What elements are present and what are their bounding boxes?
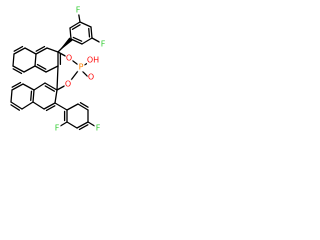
bond-c2-c3 [33, 82, 46, 91]
bond-b3-b4-double [12, 68, 23, 75]
bond-d1-d2 [11, 83, 24, 91]
bond-bp2-bp3 [66, 121, 78, 129]
bond-tp2-tp3 [79, 21, 92, 28]
phosphorus-atom-label: P [79, 63, 84, 72]
bond-d1-d2-double [11, 81, 22, 88]
bond-b2-b3 [12, 53, 15, 67]
fluorine-atom-label-top-right-background [99, 39, 107, 49]
bond-tp5-tp6 [70, 38, 83, 45]
bond-d3-d4 [10, 101, 23, 110]
bond-a1-a2 [46, 47, 59, 53]
bond-a6-c1 [56, 65, 59, 91]
fluorine-atom-label-bottom-left: F [55, 124, 60, 133]
bond-c3-d1 [22, 83, 35, 91]
hydroxyl-group-label-background [87, 55, 99, 65]
fluorine-atom-label-bottom-left-background [53, 123, 61, 133]
bond-a5-a6 [45, 65, 59, 73]
bond-bp5-bp6 [77, 103, 89, 111]
bond-c4-c5 [32, 101, 45, 110]
fluorine-atom-label-bottom-right: F [96, 124, 101, 133]
oxygen-atom-label-upper-ring: O [66, 54, 72, 63]
bond-bp5-bp6-double [79, 102, 89, 108]
bond-a2-a3-double [35, 45, 46, 52]
fluorine-atom-label-top-right: F [101, 40, 106, 49]
bond-tp3-tp4-double [88, 27, 91, 38]
bond-b1-b2 [13, 47, 26, 55]
bond-c6-bp1 [54, 102, 68, 111]
bond-c3-c4 [32, 89, 35, 103]
bond-bp3-bp4-double [78, 124, 89, 131]
bond-d2-d3 [10, 89, 13, 103]
oxygen-atom-label-upper-ring-background [65, 53, 73, 63]
bond-c5-c6 [43, 102, 56, 110]
fluorine-atom-label-top-left: F [76, 6, 81, 15]
bond-a4-a5-double [36, 63, 47, 70]
bond-a3-b1 [24, 47, 37, 55]
bond-tp3-tp4 [90, 26, 93, 39]
molecule-structure-diagram: F F F F OPO O OH [10, 5, 107, 133]
oxygen-atom-label-lower-ring: O [65, 80, 71, 89]
oxygen-atom-label-lower-ring-background [64, 79, 72, 89]
bond-b1-b2-double [13, 45, 24, 52]
bond-a3-a4 [34, 53, 37, 67]
bond-b3-b4 [12, 65, 25, 73]
oxygen-atom-label-double-bond: O [88, 73, 94, 82]
bond-tp1-tp2-double [71, 24, 81, 30]
phosphorus-atom-label-background [77, 62, 85, 72]
bond-c6-c1 [54, 89, 58, 104]
bond-d3-d4-double [10, 104, 21, 111]
bond-c5-c6-double [45, 105, 56, 112]
bond-tp6-tp1 [69, 27, 72, 40]
bond-c1-c2-double [44, 85, 56, 92]
bond-b4-a4 [23, 65, 36, 73]
fluorine-atom-label-top-left-background [74, 5, 82, 15]
bond-tp5-tp6-double [72, 36, 83, 42]
bond-lines [10, 9, 104, 131]
bond-c1-c2 [44, 82, 58, 91]
bond-tp4-tp5 [81, 37, 93, 45]
bond-tp1-tp2 [69, 21, 81, 29]
bond-d4-c4 [21, 101, 34, 110]
bond-bp6-bp1 [66, 103, 79, 111]
fluorine-atom-label-bottom-right-background [94, 123, 102, 133]
atom-labels: F F F F OPO O OH [53, 5, 107, 133]
bond-a4-a5 [34, 65, 47, 73]
stereo-wedge-bond [58, 37, 73, 52]
bond-a2-a3 [35, 47, 48, 55]
bond-c3-c4-double [30, 90, 33, 102]
hydroxyl-group-label: OH [87, 56, 99, 65]
bond-bp3-bp4 [76, 121, 89, 129]
oxygen-atom-label-double-bond-background [87, 72, 95, 82]
